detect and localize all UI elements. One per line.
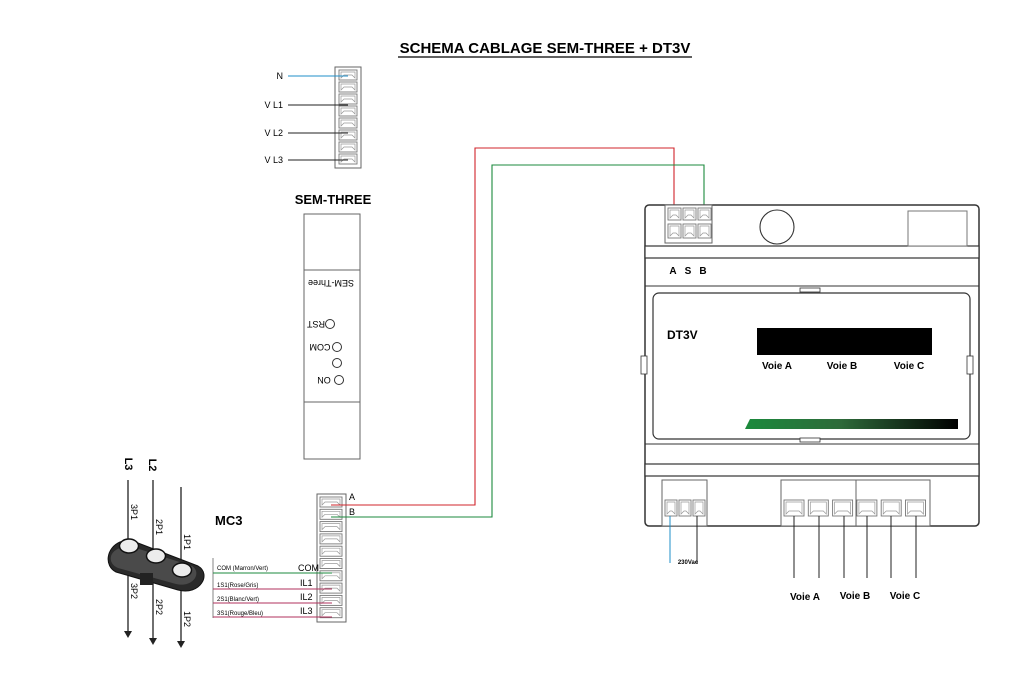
terminal-screw bbox=[338, 93, 358, 105]
terminal-screw bbox=[319, 545, 343, 557]
dt3v-display bbox=[757, 328, 932, 355]
com-led bbox=[332, 342, 342, 352]
dt3v-housing bbox=[640, 204, 980, 527]
sem-three-bus-terminal-block bbox=[316, 493, 347, 623]
dt3v-terminal-b-label: B bbox=[699, 266, 706, 277]
dt3v-name: DT3V bbox=[667, 328, 698, 342]
wire-bus-b-green bbox=[331, 164, 705, 518]
on-led bbox=[334, 375, 344, 385]
on-label: ON bbox=[317, 375, 331, 385]
current-sensor-body bbox=[107, 538, 205, 592]
terminal-screw bbox=[319, 607, 343, 619]
terminal-screw bbox=[664, 499, 678, 517]
terminal-screw bbox=[338, 129, 358, 141]
probe-3p2-label: 3P2 bbox=[129, 583, 139, 599]
terminal-screw bbox=[338, 69, 358, 81]
supply-label: 230Vac bbox=[678, 560, 699, 566]
terminal-screw bbox=[319, 521, 343, 533]
terminal-screw bbox=[697, 207, 712, 221]
terminal-screw bbox=[692, 499, 706, 517]
sem-three-module bbox=[303, 213, 361, 460]
terminal-screw bbox=[338, 105, 358, 117]
output-voie-c-label: Voie C bbox=[890, 591, 920, 602]
label-bus-a: A bbox=[349, 492, 355, 502]
sensor-hole-l1 bbox=[171, 562, 193, 578]
dt3v-level-bar bbox=[745, 419, 958, 429]
terminal-screw bbox=[880, 499, 902, 517]
terminal-screw bbox=[682, 207, 697, 221]
probe-1p1-label: 1P1 bbox=[182, 534, 192, 550]
probe-2p2-label: 2P2 bbox=[154, 599, 164, 615]
wire-il1-color: 1S1(Rose/Gris) bbox=[217, 583, 258, 589]
input-il1-label: IL1 bbox=[300, 578, 313, 588]
terminal-screw bbox=[319, 582, 343, 594]
label-vl1: V L1 bbox=[264, 100, 283, 110]
terminal-screw bbox=[682, 223, 697, 239]
phase-l2-label: L2 bbox=[146, 459, 158, 472]
label-n: N bbox=[277, 71, 284, 81]
status-led bbox=[332, 358, 342, 368]
terminal-screw bbox=[783, 499, 805, 517]
terminal-screw bbox=[338, 153, 358, 165]
probe-2p1-label: 2P1 bbox=[154, 519, 164, 535]
sensor-hole-l2 bbox=[145, 548, 167, 564]
terminal-screw bbox=[319, 570, 343, 582]
com-label: COM bbox=[310, 342, 331, 352]
terminal-screw bbox=[832, 499, 854, 517]
terminal-screw bbox=[338, 117, 358, 129]
output-voie-b-label: Voie B bbox=[840, 591, 870, 602]
dt3v-bus-terminal-block bbox=[664, 204, 713, 244]
rst-button[interactable] bbox=[325, 319, 335, 329]
sem-three-voltage-terminal-block bbox=[334, 66, 362, 169]
probe-3p1-label: 3P1 bbox=[129, 504, 139, 520]
display-voie-c-label: Voie C bbox=[894, 361, 924, 372]
terminal-screw bbox=[697, 223, 712, 239]
phase-l3-label: L3 bbox=[122, 458, 134, 471]
terminal-screw bbox=[856, 499, 878, 517]
rst-label: RST bbox=[306, 319, 325, 329]
probe-1p2-label: 1P2 bbox=[182, 611, 192, 627]
input-il3-label: IL3 bbox=[300, 606, 313, 616]
display-voie-b-label: Voie B bbox=[827, 361, 857, 372]
terminal-screw bbox=[667, 207, 682, 221]
wire-il3-color: 3S1(Rouge/Bleu) bbox=[217, 611, 263, 617]
diagram-title: SCHEMA CABLAGE SEM-THREE + DT3V bbox=[400, 40, 691, 57]
label-vl3: V L3 bbox=[264, 155, 283, 165]
terminal-screw bbox=[319, 558, 343, 569]
terminal-screw bbox=[667, 223, 682, 239]
terminal-screw bbox=[319, 508, 343, 520]
sensor-hole-l3 bbox=[118, 538, 140, 554]
sem-three-front-label: SEM-Three bbox=[308, 278, 354, 288]
mc3-name: MC3 bbox=[215, 513, 242, 528]
dt3v-output-terminal-block bbox=[780, 479, 931, 527]
terminal-screw bbox=[338, 81, 358, 93]
label-vl2: V L2 bbox=[264, 128, 283, 138]
dt3v-terminal-a-label: A bbox=[669, 266, 676, 277]
terminal-screw bbox=[319, 594, 343, 606]
wire-bus-a-red bbox=[331, 147, 675, 506]
dt3v-supply-terminal-block bbox=[661, 479, 708, 527]
output-voie-a-label: Voie A bbox=[790, 592, 820, 603]
terminal-screw bbox=[807, 499, 829, 517]
terminal-screw bbox=[319, 533, 343, 545]
input-il2-label: IL2 bbox=[300, 592, 313, 602]
label-bus-b: B bbox=[349, 507, 355, 517]
sem-three-name: SEM-THREE bbox=[295, 192, 372, 207]
terminal-screw bbox=[338, 141, 358, 153]
wire-com-color: COM (Marron/Vert) bbox=[217, 566, 268, 572]
display-voie-a-label: Voie A bbox=[762, 361, 792, 372]
dt3v-terminal-s-label: S bbox=[685, 266, 692, 277]
wire-il2-color: 2S1(Blanc/Vert) bbox=[217, 597, 259, 603]
terminal-screw bbox=[678, 499, 692, 517]
input-com-label: COM bbox=[298, 563, 319, 573]
terminal-screw bbox=[905, 499, 926, 517]
